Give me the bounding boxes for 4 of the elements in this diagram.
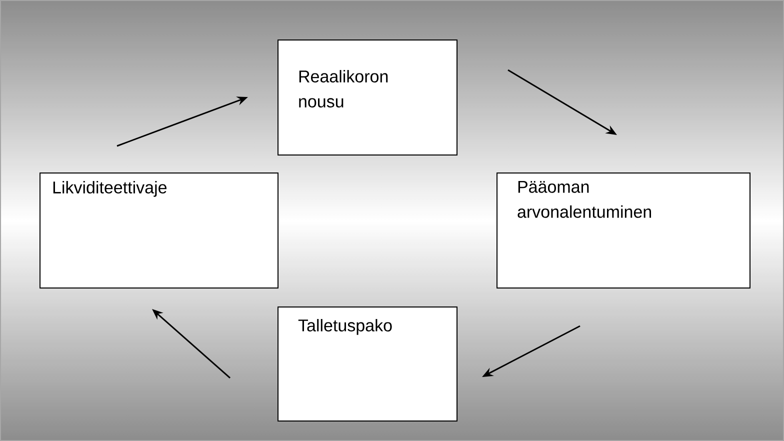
text-box: Reaalikoron nousu [278, 40, 458, 156]
text-box: Likviditeettivaje [40, 172, 278, 288]
text-box: Talletuspako [278, 306, 458, 422]
text-box: Pääoman arvonalentuminen [496, 172, 750, 288]
